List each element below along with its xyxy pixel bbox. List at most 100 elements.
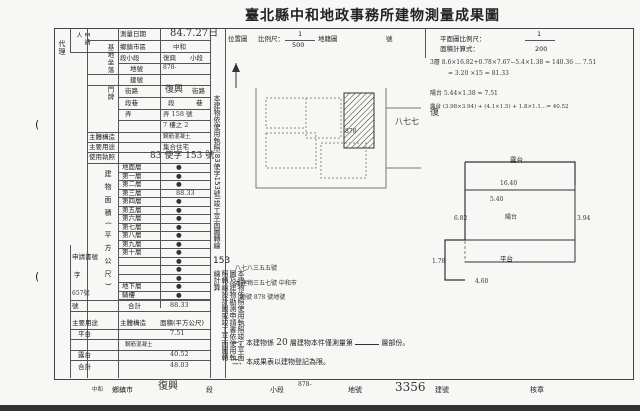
plan-dim-side: 1.78 (432, 258, 446, 265)
lane-suffix: 巷 (196, 99, 203, 107)
vertical-note: 本建物依使用執照(83使字153號)竣工平面圖轉繪 (213, 95, 221, 249)
plan-room-label-2: 平台 (500, 255, 513, 263)
shared-label: 露台 (78, 351, 91, 359)
no-label: 號 (72, 302, 79, 310)
door-value: 7 樓之 2 (163, 121, 189, 129)
floor-name: 第二層 (122, 180, 142, 188)
floor-plan-drawing (444, 161, 576, 281)
floor-name: 第五層 (122, 205, 142, 214)
hatched-label: 878 (345, 128, 357, 135)
note-1-suffix: 層部份。 (381, 339, 410, 347)
agent-label: 代理 (58, 40, 66, 56)
floor-area-value: ● (176, 171, 182, 180)
floor-name: 第七層 (122, 222, 142, 231)
floor-name: 地面層 (122, 163, 142, 171)
section-value: 復興 (163, 54, 176, 62)
sheet-label: 號 (386, 35, 393, 43)
footer-lot-value: 878- (298, 381, 312, 388)
side-label-char: 字 (74, 271, 81, 279)
floor-area-value: ● (176, 290, 182, 299)
floor-name: 第六層 (122, 214, 142, 222)
side-label-apply: 申請書號 (72, 253, 98, 261)
form-frame (54, 28, 634, 380)
map-note-1: 八七八三五五號 (235, 265, 278, 272)
footer-city-label: 鄉鎮市 (112, 386, 133, 394)
floor-area-value: ● (176, 231, 182, 239)
note-1-mid: 層建物本件僅測量第 (289, 339, 353, 347)
formula-line-1: 3層 8.6×16.82+0.78×7.67−5.4×1.38 = 140.36… (430, 59, 597, 66)
footer-check-label: 核章 (530, 386, 544, 394)
floor-area-value: ● (176, 256, 182, 265)
total-value: 88.33 (170, 301, 189, 309)
scale-label: 比例尺： (258, 35, 284, 43)
plan-room-label-1: 露台 (510, 156, 523, 164)
map-note-3: 地號 878 號地號 (240, 294, 286, 301)
floor-name: 第八層 (122, 231, 142, 239)
floor-area-value: ● (176, 180, 182, 188)
plan-dim-mid: 5.40 (490, 196, 504, 203)
plan-dim-left: 6.82 (454, 215, 468, 222)
map-note-2: 本建物三五七號 中和市 (235, 280, 297, 287)
binding-mark: ( (35, 118, 40, 131)
floor-area-value: ● (176, 248, 182, 256)
lot-map-label: 地籍圖 (318, 35, 338, 43)
floor-area-value: ● (176, 282, 182, 290)
street-annotation: 八七七 (395, 117, 419, 126)
scale-denominator: 500 (292, 41, 305, 49)
section-label: 段小段 (120, 54, 140, 62)
main-structure-value: 鋼筋混凝土 (163, 134, 191, 140)
survey-date-label: 測量日期 (120, 30, 146, 38)
note-1-prefix: 一、本建物係 (232, 339, 274, 347)
scale-numerator: 1 (298, 30, 303, 38)
alley-label: 弄 (125, 110, 132, 118)
footer-city-suffix: 中和 (92, 387, 104, 393)
lane-value: 段 (168, 99, 175, 107)
sub-total-value: 48.03 (170, 361, 189, 369)
footer-section-value: 復興 (158, 381, 178, 392)
floor-area-value: ● (176, 197, 182, 205)
subsection-value: 小段 (190, 54, 203, 62)
floor-area-value: ● (176, 273, 182, 282)
balcony-value: 7.51 (170, 329, 185, 337)
total-label: 合計 (128, 302, 141, 310)
door-plate-label: 門牌 (106, 86, 114, 101)
alley-value: 弄 158 號 (163, 110, 193, 118)
formula-line-2: = 3.20 ×15 = 81.33 (448, 70, 509, 77)
position-map-label: 位置圖 (228, 35, 248, 43)
city-value: 中和 (173, 43, 186, 51)
sub-total-label: 合計 (78, 363, 91, 371)
note-1-floors: 20 (276, 338, 288, 348)
floor-area-value: ● (176, 265, 182, 273)
plan-dim-bottom: 4.60 (475, 278, 489, 285)
area-calc-label: 面積計算式： (440, 45, 479, 53)
footer-section-label: 段 (206, 386, 213, 394)
binding-mark: ( (35, 270, 40, 283)
lot-no-value: 878- (163, 64, 177, 71)
main-use-label: 主要用途 (89, 143, 115, 151)
floor-plan-label: 平面圖比例尺： (440, 35, 486, 43)
base-lot-label: 基地坐落 (106, 44, 114, 74)
street-label: 街路 (125, 87, 138, 95)
floor-name: 第九層 (122, 239, 142, 248)
floor-area-value: ● (176, 205, 182, 214)
floor-area-value: ● (176, 163, 182, 171)
floor-note: 本建物依照使用執照竣工平面圖及建物勘測申請書依使用執照轉繪設計圖或竣工平面圖轉繪… (213, 270, 245, 361)
accessory-struct-label: 主體構造 (120, 319, 146, 327)
seal-mark: 153 (213, 256, 231, 266)
plan-dim-top: 16.40 (500, 180, 518, 187)
balcony-label: 平台 (78, 330, 91, 338)
shared-value: 40.52 (170, 350, 189, 358)
floor-scale-denominator: 200 (535, 45, 548, 53)
floor-name: 第四層 (122, 197, 142, 205)
note-1: 一、本建物係 20 層建物本件僅測量第 層部份。 (232, 338, 410, 348)
page-title: 臺北縣中和地政事務所建物測量成果圖 (245, 8, 500, 24)
floor-name: 騎樓 (122, 290, 135, 299)
footer-bldg-no-value: 3356 (395, 380, 426, 394)
floor-name: 第三層 (122, 188, 142, 197)
floor-area-value: ● (176, 214, 182, 222)
footer-lot-label: 地號 (348, 386, 362, 394)
license-label: 使用執照 (89, 153, 115, 161)
note-2: 二、本成果表以建物登記為限。 (232, 358, 330, 366)
city-label: 鄉鎮市區 (120, 43, 146, 51)
